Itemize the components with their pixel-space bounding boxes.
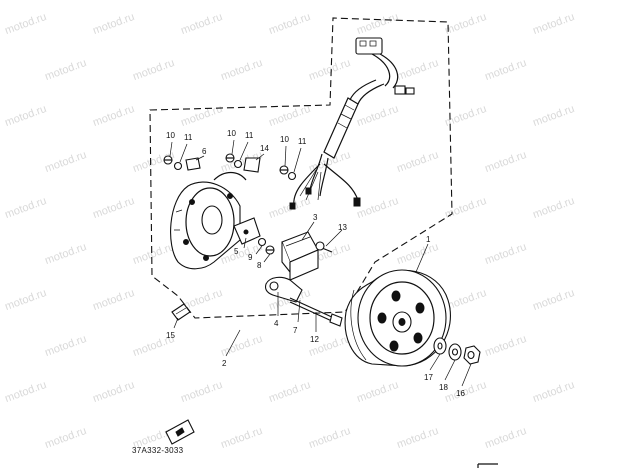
callout-labels: 10 11 6 10 11 14 10 11 3 13 5 9 8 1 4 7 … bbox=[166, 129, 465, 398]
callout-14: 14 bbox=[260, 144, 269, 153]
callout-4: 4 bbox=[274, 319, 279, 328]
screws-top bbox=[163, 153, 297, 181]
source-coil bbox=[281, 231, 319, 281]
bolt-15 bbox=[171, 303, 191, 321]
callout-17: 17 bbox=[424, 373, 433, 382]
pickup-coil bbox=[233, 217, 261, 245]
flywheel-rotor bbox=[344, 269, 451, 367]
callout-16: 16 bbox=[456, 389, 465, 398]
callout-11b: 11 bbox=[245, 131, 254, 140]
callout-5: 5 bbox=[234, 247, 239, 256]
callout-7: 7 bbox=[293, 326, 298, 335]
flywheel-hardware bbox=[433, 337, 481, 365]
callout-11a: 11 bbox=[184, 133, 193, 142]
callout-10a: 10 bbox=[166, 131, 175, 140]
corner-mark bbox=[477, 463, 498, 468]
callout-6: 6 bbox=[202, 147, 207, 156]
callout-12: 12 bbox=[310, 335, 319, 344]
stator-plate bbox=[170, 171, 247, 270]
front-marker bbox=[165, 419, 195, 445]
callout-18: 18 bbox=[439, 383, 448, 392]
callout-3: 3 bbox=[313, 213, 318, 222]
callout-9: 9 bbox=[248, 253, 253, 262]
lighting-coil bbox=[264, 276, 303, 303]
callout-2: 2 bbox=[222, 359, 227, 368]
callout-13: 13 bbox=[338, 223, 347, 232]
callout-10c: 10 bbox=[280, 135, 289, 144]
leader-lines bbox=[169, 139, 472, 387]
wire-harness bbox=[289, 37, 415, 210]
callout-8: 8 bbox=[257, 261, 262, 270]
assembly-boundary bbox=[149, 17, 453, 319]
screws-mid bbox=[257, 237, 333, 255]
bolt-12 bbox=[289, 297, 343, 327]
callout-15: 15 bbox=[166, 331, 175, 340]
callout-11c: 11 bbox=[298, 137, 307, 146]
drawing-code: 37A332-3033 bbox=[132, 446, 184, 455]
callout-10b: 10 bbox=[227, 129, 236, 138]
callout-1: 1 bbox=[426, 235, 431, 244]
